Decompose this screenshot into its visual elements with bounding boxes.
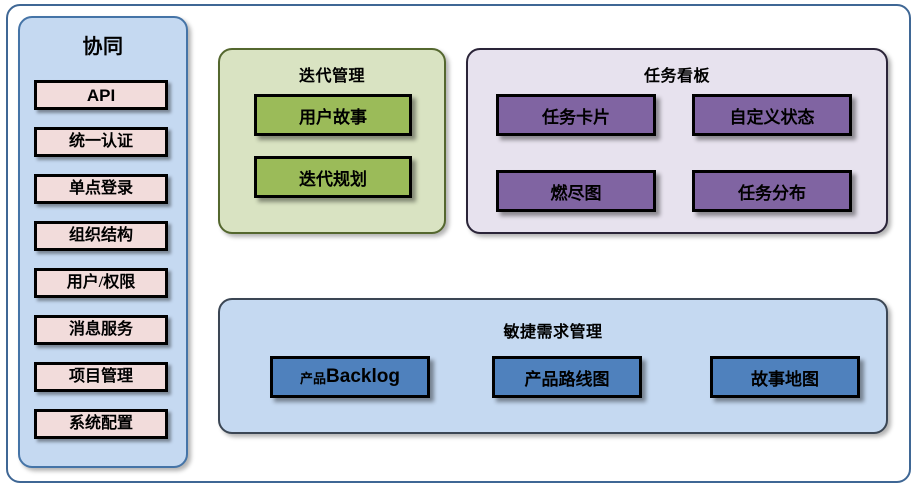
agile-item-story-map[interactable]: 故事地图 [710, 356, 860, 398]
panel-kanban-title: 任务看板 [643, 68, 710, 85]
sidebar-item-sys-config[interactable]: 系统配置 [34, 409, 168, 439]
kanban-item-custom-status[interactable]: 自定义状态 [692, 94, 852, 136]
panel-collaboration[interactable]: 协同 API 统一认证 单点登录 组织结构 用户/权限 消息服务 项目管理 系统… [18, 16, 188, 468]
iteration-item-iteration-plan[interactable]: 迭代规划 [254, 156, 412, 198]
iteration-item-user-story[interactable]: 用户故事 [254, 94, 412, 136]
panel-task-kanban[interactable]: 任务看板 任务卡片 自定义状态 燃尽图 任务分布 [466, 48, 888, 234]
sidebar-item-api[interactable]: API [34, 80, 168, 110]
sidebar-item-user-perms[interactable]: 用户/权限 [34, 268, 168, 298]
panel-iteration-title: 迭代管理 [298, 68, 365, 85]
sidebar-item-project-mgmt[interactable]: 项目管理 [34, 362, 168, 392]
panel-agile-title: 敏捷需求管理 [503, 324, 603, 341]
sidebar-item-org-structure[interactable]: 组织结构 [34, 221, 168, 251]
sidebar-item-unified-auth[interactable]: 统一认证 [34, 127, 168, 157]
agile-item-product-roadmap[interactable]: 产品路线图 [492, 356, 642, 398]
outer-frame [6, 4, 911, 483]
sidebar-item-sso[interactable]: 单点登录 [34, 174, 168, 204]
panel-iteration-management[interactable]: 迭代管理 用户故事 迭代规划 [218, 48, 446, 234]
agile-item-product-backlog-cjk: 产品 [300, 370, 327, 386]
kanban-item-task-card[interactable]: 任务卡片 [496, 94, 656, 136]
kanban-item-burndown[interactable]: 燃尽图 [496, 170, 656, 212]
agile-item-product-backlog-latin: Backlog [326, 366, 400, 387]
panel-collaboration-title: 协同 [82, 36, 124, 58]
kanban-item-task-dist[interactable]: 任务分布 [692, 170, 852, 212]
sidebar-item-message-svc[interactable]: 消息服务 [34, 315, 168, 345]
